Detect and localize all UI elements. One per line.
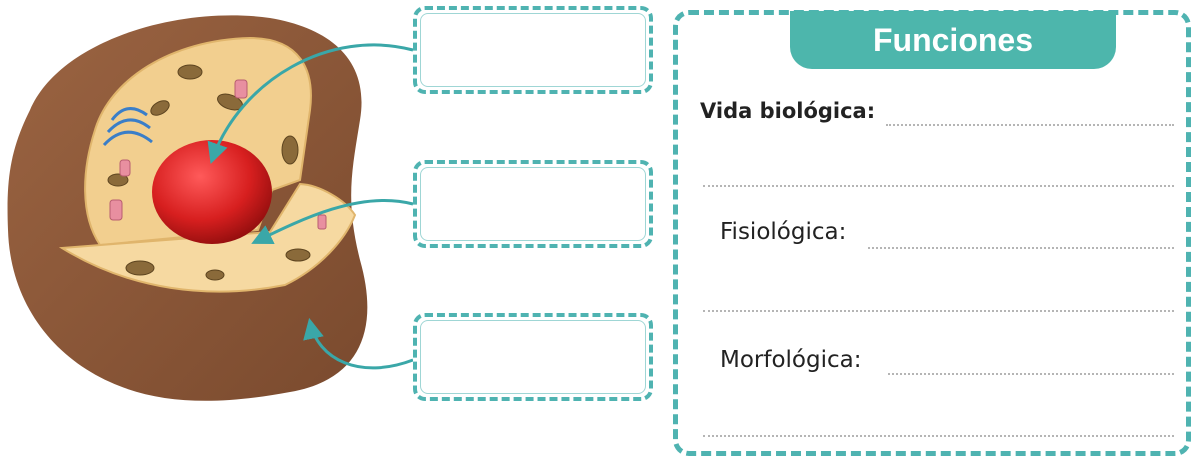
answer-box-middle[interactable] (413, 160, 653, 248)
vesicles (109, 79, 327, 230)
answer-box-top[interactable] (413, 6, 653, 94)
answer-line[interactable] (703, 185, 1174, 187)
answer-line[interactable] (703, 435, 1174, 437)
field-label-fisiologica: Fisiológica: (720, 219, 847, 245)
nucleus (152, 140, 272, 244)
answer-box-bottom[interactable] (413, 313, 653, 401)
answer-line[interactable] (888, 373, 1174, 375)
connector-arrows (207, 43, 414, 370)
functions-panel: Funciones Vida biológica: Fisiológica: M… (673, 10, 1191, 456)
field-label-morfologica: Morfológica: (720, 347, 862, 373)
functions-title: Funciones (790, 11, 1116, 69)
mitochondria (107, 64, 311, 281)
answer-line[interactable] (703, 310, 1174, 312)
field-label-vida-biologica: Vida biológica: (700, 99, 876, 123)
answer-line[interactable] (886, 124, 1174, 126)
animal-cell-illustration (7, 15, 414, 401)
golgi-apparatus (102, 107, 153, 147)
answer-line[interactable] (868, 247, 1174, 249)
